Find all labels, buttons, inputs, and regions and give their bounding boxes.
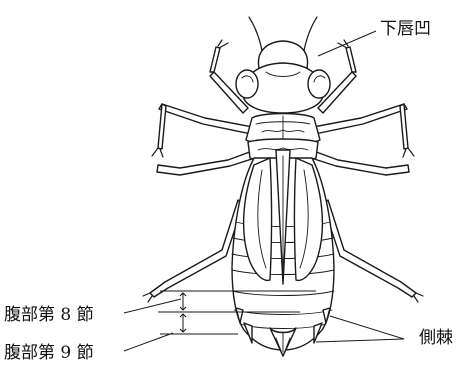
label-labium: 下唇凹 <box>380 21 431 38</box>
left-eye <box>236 70 258 98</box>
segment9-arrow <box>180 314 186 332</box>
spine-leader-lower <box>316 339 404 342</box>
right-lateral-spine-9 <box>314 323 322 343</box>
right-eye <box>308 70 330 98</box>
spine-leader-upper <box>330 316 404 339</box>
left-lateral-spine-9 <box>244 323 252 343</box>
label-lateral-spines: 側棘 <box>419 330 453 347</box>
segment8-leader <box>124 299 181 313</box>
segment8-arrow <box>180 293 186 310</box>
segment9-leader <box>124 333 173 351</box>
head <box>236 17 330 113</box>
label-segment8: 腹部第 8 節 <box>4 307 94 324</box>
label-segment9: 腹部第 9 節 <box>4 345 94 362</box>
wing-pads <box>244 150 323 284</box>
